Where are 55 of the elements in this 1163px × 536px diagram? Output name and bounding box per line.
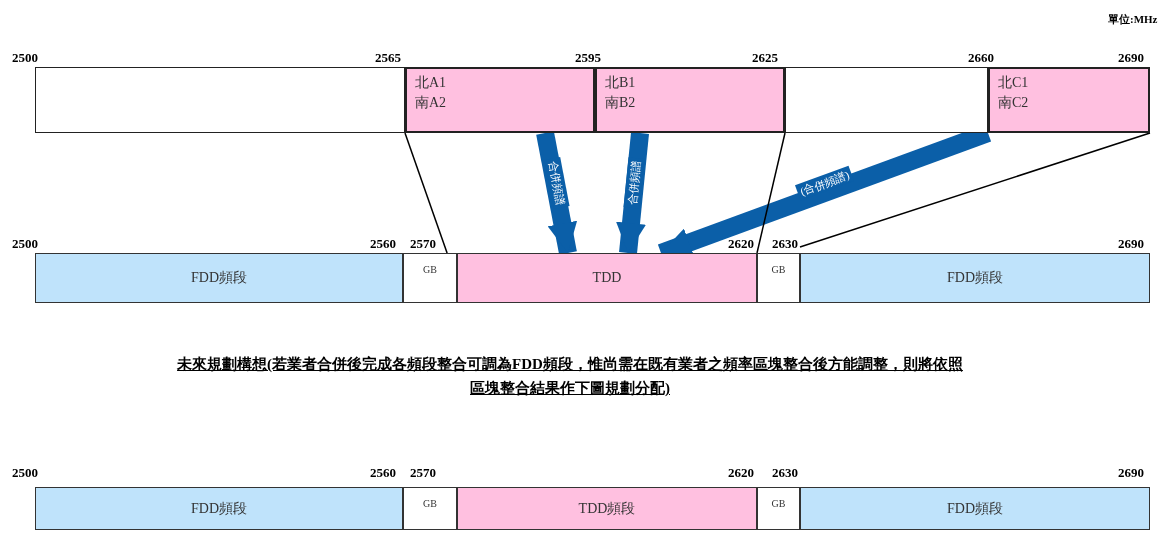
frequency-label: 2570 <box>410 465 436 481</box>
guard-band-block <box>757 253 800 303</box>
frequency-label: 2560 <box>370 465 396 481</box>
unit-label: 單位:MHz <box>1108 12 1158 27</box>
frequency-label: 2500 <box>12 50 38 66</box>
frequency-label: 2595 <box>575 50 601 66</box>
band-label: TDD <box>592 269 622 287</box>
frequency-label: 2560 <box>370 236 396 252</box>
frequency-label: 2630 <box>772 236 798 252</box>
spectrum-block <box>988 67 1150 133</box>
mapping-line <box>756 132 786 254</box>
band-label: TDD頻段 <box>578 499 636 518</box>
band-label: GB <box>423 497 437 511</box>
band-label: FDD頻段 <box>191 269 247 287</box>
band-label: 南C2 <box>998 94 1029 112</box>
band-label: GB <box>771 497 786 511</box>
band-label: GB <box>771 263 786 277</box>
spectrum-block <box>595 67 785 133</box>
band-label: 北A1 <box>415 74 447 92</box>
mapping-line <box>799 132 1151 248</box>
band-label: 北B1 <box>605 74 636 92</box>
guard-band-block <box>403 253 457 303</box>
band-block <box>800 487 1150 530</box>
frequency-label: 2565 <box>375 50 401 66</box>
band-label: FDD頻段 <box>191 499 247 518</box>
guard-band-block <box>403 487 457 530</box>
frequency-label: 2500 <box>12 236 38 252</box>
mapping-line <box>404 132 448 254</box>
frequency-label: 2690 <box>1118 465 1144 481</box>
guard-band-block <box>757 487 800 530</box>
frequency-label: 2620 <box>728 236 754 252</box>
frequency-label: 2625 <box>752 50 778 66</box>
edge-label: 合併頻譜 <box>623 157 645 209</box>
frequency-label: 2620 <box>728 465 754 481</box>
band-label: 北C1 <box>998 74 1029 92</box>
frequency-label: 2500 <box>12 465 38 481</box>
band-block <box>800 253 1150 303</box>
frequency-label: 2690 <box>1118 236 1144 252</box>
caption-text: 未來規劃構想(若業者合併後完成各頻段整合可調為FDD頻段，惟尚需在既有業者之頻率區塊整合後方能調整，則將依照區塊整合結果作下圖規劃分配) <box>176 355 964 398</box>
band-block <box>35 253 403 303</box>
band-label: FDD頻段 <box>947 269 1003 287</box>
band-label: FDD頻段 <box>947 499 1003 518</box>
block-arrow <box>536 131 578 255</box>
frequency-label: 2630 <box>772 465 798 481</box>
spectrum-block <box>405 67 595 133</box>
band-label: 南A2 <box>415 94 447 112</box>
frequency-label: 2690 <box>1118 50 1144 66</box>
frequency-label: 2660 <box>968 50 994 66</box>
band-label: GB <box>423 263 437 277</box>
band-block <box>35 487 403 530</box>
frequency-label: 2570 <box>410 236 436 252</box>
band-block <box>457 487 757 530</box>
block-arrow <box>616 132 649 254</box>
band-label: 南B2 <box>605 94 636 112</box>
band-block <box>457 253 757 303</box>
